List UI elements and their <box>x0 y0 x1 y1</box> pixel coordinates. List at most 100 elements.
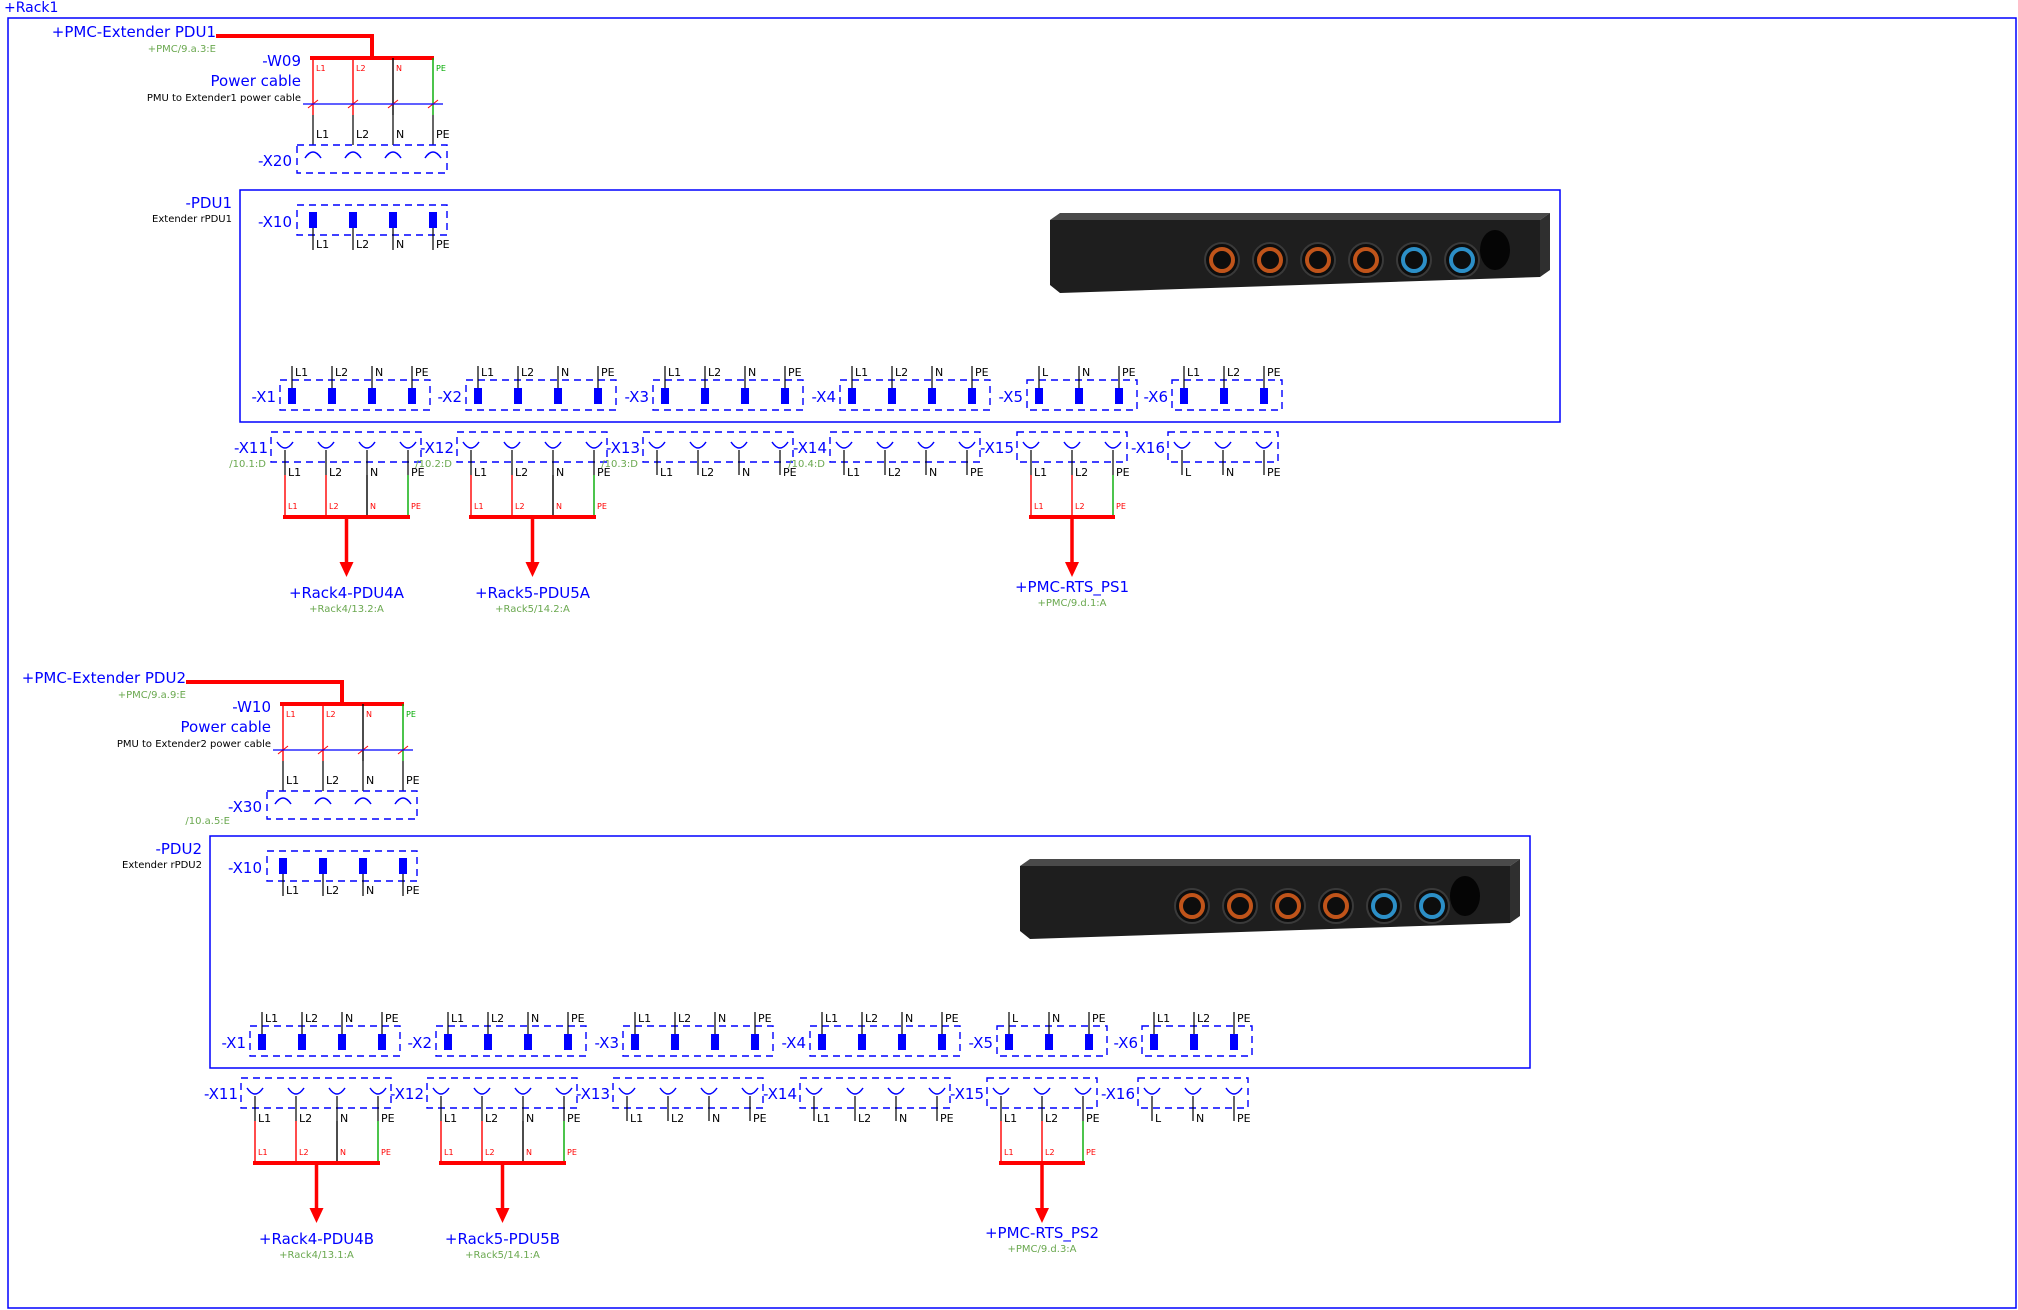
destination-ref: +Rack4/13.2:A <box>309 604 384 615</box>
pdu-inlet-pin <box>389 212 397 228</box>
outlet-pin-label: L1 <box>817 1112 830 1125</box>
outlet-pin-label: N <box>712 1112 720 1125</box>
cable-tag: -W09 <box>262 52 301 70</box>
inlet-connector <box>266 790 418 820</box>
destination-wire-label: N <box>526 1148 532 1157</box>
inlet-pin-label: N <box>366 774 374 787</box>
outlet-pin-icon <box>1104 441 1122 449</box>
destination-wire-label: N <box>556 502 562 511</box>
outlet-tag: -X11 <box>234 439 268 457</box>
outlet-pin-label: L2 <box>299 1112 312 1125</box>
pdu-socket-pin <box>514 388 522 404</box>
pdu-socket-pin-label: L <box>1042 366 1049 379</box>
outlet-pin-label: PE <box>381 1112 395 1125</box>
pdu-socket-tag: -X3 <box>595 1034 620 1052</box>
pdu-socket-tag: -X1 <box>222 1034 247 1052</box>
outlet-group <box>612 1077 764 1109</box>
pdu-socket-pin-label: L1 <box>825 1012 838 1025</box>
outlet-pin-icon <box>618 1087 636 1095</box>
outlet-pin-label: N <box>340 1112 348 1125</box>
cable-description: PMU to Extender2 power cable <box>117 739 271 750</box>
outlet-pin-label: PE <box>411 466 425 479</box>
pdu-inlet-pin-label: L1 <box>316 238 329 251</box>
pdu-socket-pin <box>554 388 562 404</box>
outlet-pin-label: PE <box>1086 1112 1100 1125</box>
pdu-socket-pin-label: L2 <box>708 366 721 379</box>
outlet-pin-icon <box>771 441 789 449</box>
pdu-socket-group <box>839 379 991 411</box>
pdu-socket-pin-label: N <box>748 366 756 379</box>
outlet-pin-label: N <box>370 466 378 479</box>
pdu-socket-pin-label: L1 <box>1157 1012 1170 1025</box>
pdu-socket-pin <box>701 388 709 404</box>
outlet-pin-icon <box>358 441 376 449</box>
pdu-socket-pin-label: L2 <box>1227 366 1240 379</box>
cable-wire-label: PE <box>406 710 416 719</box>
pdu-socket-pin <box>1045 1034 1053 1050</box>
outlet-pin-icon <box>1255 441 1273 449</box>
outlet-pin-label: L2 <box>701 466 714 479</box>
pdu-socket-pin-label: L1 <box>638 1012 651 1025</box>
pdu-socket-pin <box>338 1034 346 1050</box>
pdu-socket-pin-label: PE <box>601 366 615 379</box>
pdu-photo-socket-ring <box>1371 893 1397 919</box>
rack-label: +Rack1 <box>4 0 59 16</box>
outlet-pin-label: N <box>899 1112 907 1125</box>
destination-arrow-head <box>339 562 354 577</box>
pdu-socket-pin <box>1150 1034 1158 1050</box>
outlet-pin-icon <box>805 1087 823 1095</box>
outlet-pin-icon <box>689 441 707 449</box>
outlet-pin-icon <box>1214 441 1232 449</box>
pdu-socket-pin <box>368 388 376 404</box>
outlet-tag: -X13 <box>606 439 640 457</box>
pdu-socket-pin <box>1075 388 1083 404</box>
destination-wire-label: L1 <box>258 1148 268 1157</box>
destination-wire-label: L1 <box>444 1148 454 1157</box>
pdu-socket-pin-label: L2 <box>865 1012 878 1025</box>
outlet-pin-label: PE <box>940 1112 954 1125</box>
pdu-frame <box>239 189 1561 423</box>
pdu-socket-pin-label: PE <box>758 1012 772 1025</box>
outlet-pin-label: L2 <box>671 1112 684 1125</box>
destination-ref: +Rack5/14.1:A <box>465 1250 540 1261</box>
outlet-pin-icon <box>928 1087 946 1095</box>
outlet-pin-icon <box>555 1087 573 1095</box>
pdu-inlet-connector <box>266 850 418 882</box>
outlet-group <box>240 1077 392 1109</box>
pdu-socket-pin <box>711 1034 719 1050</box>
destination-ref: +PMC/9.d.1:A <box>1037 598 1106 609</box>
pdu-socket-pin-label: L2 <box>521 366 534 379</box>
pdu-photo-socket-ring <box>1227 893 1253 919</box>
outlet-pin-icon <box>741 1087 759 1095</box>
cable-tag: -W10 <box>232 698 271 716</box>
outlet-pin-icon <box>1022 441 1040 449</box>
pdu-photo-hole <box>1450 876 1480 916</box>
outlet-pin-label: L1 <box>288 466 301 479</box>
pdu-socket-pin-label: L2 <box>1197 1012 1210 1025</box>
pdu-photo-socket-ring <box>1179 893 1205 919</box>
pdu-photo-socket-ring <box>1209 247 1235 273</box>
pdu-socket-group <box>809 1025 961 1057</box>
pdu-inlet-pin <box>319 858 327 874</box>
destination-wire-label: L2 <box>1075 502 1085 511</box>
cable-wire-label: L1 <box>316 64 326 73</box>
pdu-photo-socket-ring <box>1305 247 1331 273</box>
outlet-pin-icon <box>730 441 748 449</box>
pdu-socket-group <box>996 1025 1108 1057</box>
source-label: +PMC-Extender PDU1 <box>52 23 216 41</box>
pdu-socket-pin-label: N <box>1052 1012 1060 1025</box>
cable-wire-label: N <box>396 64 402 73</box>
pdu-socket-tag: -X6 <box>1144 388 1169 406</box>
pdu-socket-pin-label: N <box>718 1012 726 1025</box>
pdu-socket-tag: -X5 <box>999 388 1024 406</box>
outlet-pin-label: PE <box>1116 466 1130 479</box>
outlet-ref: /10.4:D <box>788 459 825 470</box>
inlet-pin-icon <box>314 797 332 805</box>
outlet-pin-label: PE <box>567 1112 581 1125</box>
pdu-socket-pin <box>848 388 856 404</box>
inlet-pin-label: L1 <box>286 774 299 787</box>
pdu-socket-pin <box>671 1034 679 1050</box>
inlet-pin-label: L1 <box>316 128 329 141</box>
inlet-connector <box>296 144 448 174</box>
pdu-socket-group <box>1171 379 1283 411</box>
